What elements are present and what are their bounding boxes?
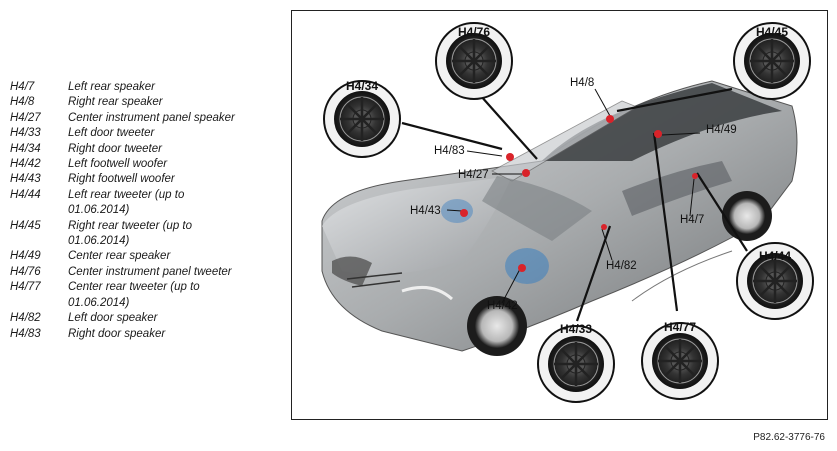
callout-h4-7: H4/7 [680,214,704,226]
legend-code: H4/49 [10,250,41,263]
label-h4-77: H4/77 [664,320,696,334]
legend-description: Right door tweeter [68,142,162,155]
legend-description: Center instrument panel speaker [68,111,235,124]
legend-description: Left rear speaker [68,81,155,93]
legend-item: H4/82 Left door speaker [10,311,280,326]
speaker-location-diagram: H4/34 H4/76 H4/45 H4/44 H4/77 H4/33 H4/8… [291,10,828,420]
label-h4-44: H4/44 [759,249,791,263]
legend-item: H4/76 Center instrument panel tweeter [10,265,280,280]
callout-labels: H4/8 H4/49 H4/83 H4/27 H4/43 H4/7 H4/82 … [410,77,737,312]
label-h4-34: H4/34 [346,79,378,93]
legend-item: H4/77 Center rear tweeter (up to 01.06.20… [10,280,280,311]
legend-item: H4/45 Right rear tweeter (up to 01.06.201… [10,219,280,250]
legend-code: H4/27 [10,111,41,124]
legend-item: H4/43 Right footwell woofer [10,172,280,187]
legend-item: H4/7 Left rear speaker [10,80,280,95]
callout-h4-8: H4/8 [570,77,594,89]
legend-code: H4/34 [10,142,41,155]
legend-code: H4/45 [10,219,41,232]
callout-h4-49: H4/49 [706,124,737,136]
speaker-closeup-h4-44: H4/44 [735,241,815,321]
legend-code: H4/33 [10,127,41,140]
legend-code: H4/43 [10,173,41,186]
callout-h4-42: H4/42 [487,300,518,312]
legend-description: Right rear speaker [68,96,163,109]
legend-item: H4/33 Left door tweeter [10,126,280,141]
legend-item: H4/83 Right door speaker [10,327,280,342]
legend-code: H4/44 [10,188,41,201]
legend-code: H4/83 [10,327,41,340]
callout-h4-82: H4/82 [606,260,637,272]
legend-code: H4/82 [10,312,41,325]
speaker-closeup-h4-34: H4/34 [322,79,402,159]
legend-description: Center rear tweeter (up to 01.06.2014) [68,281,200,309]
rear-wheel [722,191,772,241]
legend-description: Right footwell woofer [68,173,175,186]
legend-description: Right door speaker [68,327,166,340]
speaker-closeup-h4-77: H4/77 [640,320,720,401]
reference-code: P82.62-3776-76 [753,432,825,443]
legend-item: H4/8 Right rear speaker [10,95,280,110]
leader-lines [401,85,748,322]
speaker-closeup-h4-33: H4/33 [536,322,616,404]
legend-item: H4/27 Center instrument panel speaker [10,111,280,126]
label-h4-45: H4/45 [756,25,788,39]
legend-code: H4/77 [10,281,41,294]
legend-code: H4/42 [10,158,41,171]
label-h4-76: H4/76 [458,25,490,39]
legend-code: H4/8 [10,96,35,109]
callout-h4-83: H4/83 [434,145,465,157]
legend-description: Left door tweeter [68,127,155,140]
legend-item: H4/42 Left footwell woofer [10,157,280,172]
legend-description: Left door speaker [68,312,158,325]
car-body [321,80,798,352]
legend-description: Center instrument panel tweeter [68,265,232,278]
front-wheel [467,296,527,356]
legend-description: Right rear tweeter (up to 01.06.2014) [68,219,193,248]
callout-h4-43: H4/43 [410,205,441,217]
legend-code: H4/7 [10,81,35,93]
legend-code: H4/76 [10,265,41,278]
legend-description: Left footwell woofer [68,158,168,171]
callout-ticks [446,88,701,304]
legend-description: Center rear speaker [68,250,171,263]
callout-h4-27: H4/27 [458,169,489,181]
legend-item: H4/49 Center rear speaker [10,249,280,264]
speaker-markers [460,115,698,272]
legend-item: H4/34 Right door tweeter [10,142,280,157]
car-illustration: H4/34 H4/76 H4/45 H4/44 H4/77 H4/33 H4/8… [321,21,815,404]
speaker-closeup-h4-76: H4/76 [434,21,514,101]
label-h4-33: H4/33 [560,322,592,336]
speaker-closeup-h4-45: H4/45 [732,21,812,101]
legend-description: Left rear tweeter (up to 01.06.2014) [68,188,185,217]
legend-item: H4/44 Left rear tweeter (up to 01.06.2014… [10,188,280,219]
